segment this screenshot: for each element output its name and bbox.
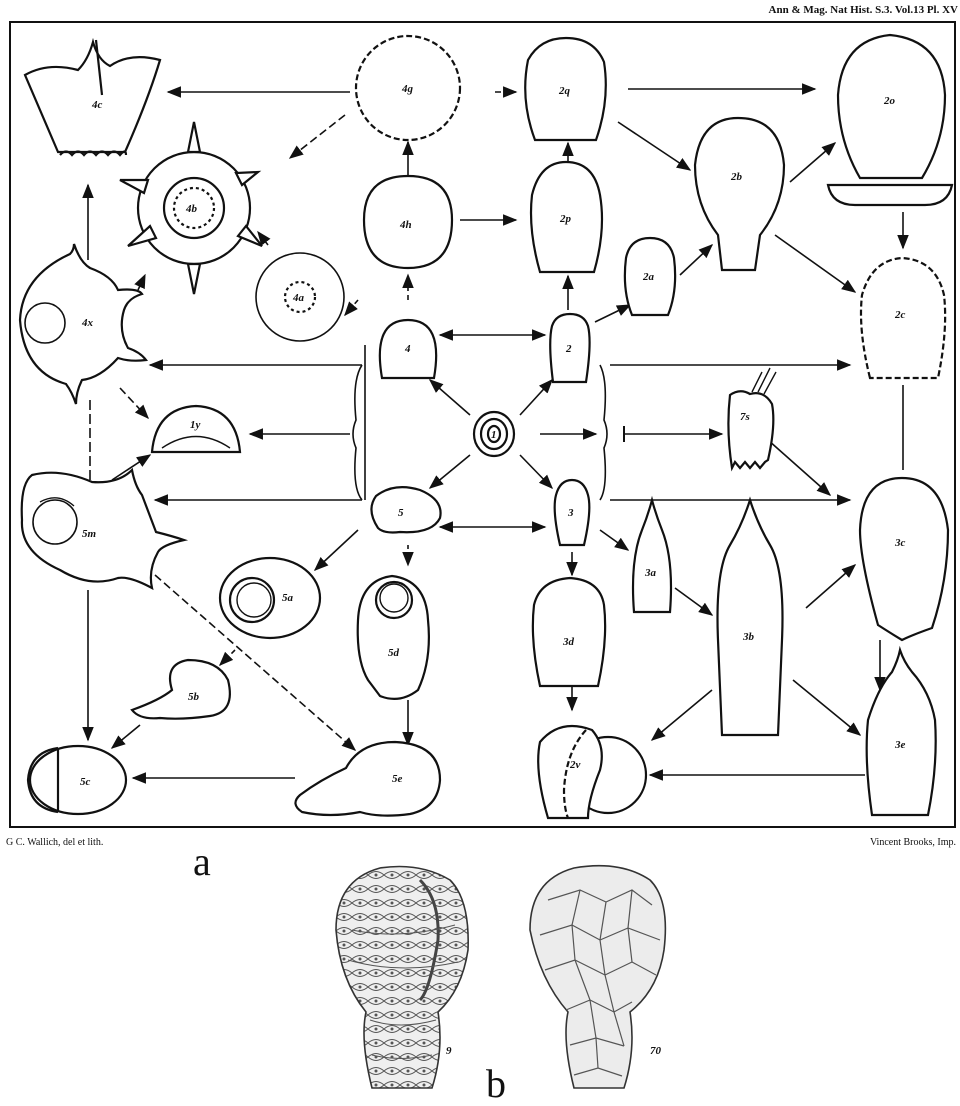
label-4: 4 [404, 343, 411, 355]
figure-10-number: 70 [650, 1045, 662, 1057]
label-2q: 2q [558, 85, 571, 97]
form-2v [538, 726, 646, 818]
label-7s: 7s [740, 411, 750, 423]
label-3: 3 [567, 507, 574, 519]
label-1: 1 [491, 429, 497, 441]
label-4a: 4a [292, 292, 305, 304]
label-5m: 5m [82, 528, 97, 540]
printer-credit: Vincent Brooks, Imp. [870, 837, 956, 848]
label-2v: 2v [569, 759, 581, 771]
label-5c: 5c [80, 776, 91, 788]
panel-label-b: b [486, 1064, 506, 1104]
form-2o [828, 35, 952, 205]
label-4h: 4h [399, 219, 412, 231]
label-3d: 3d [562, 636, 575, 648]
form-5m [22, 470, 184, 588]
label-4g: 4g [401, 83, 414, 95]
label-4b: 4b [185, 203, 198, 215]
label-5e: 5e [392, 773, 403, 785]
label-5d: 5d [388, 647, 400, 659]
left-bracket [353, 365, 362, 500]
label-4c: 4c [91, 99, 103, 111]
form-3a [633, 500, 671, 612]
label-2b: 2b [730, 171, 743, 183]
label-5b: 5b [188, 691, 200, 703]
panel-label-a: a [193, 842, 211, 882]
form-3d [533, 578, 605, 686]
artist-credit: G C. Wallich, del et lith. [6, 837, 103, 848]
label-4x: 4x [81, 317, 94, 329]
plate-citation: Ann & Mag. Nat Hist. S.3. Vol.13 Pl. XV [769, 4, 959, 16]
shell-figure-9: 9 [336, 867, 468, 1089]
label-2: 2 [565, 343, 572, 355]
label-2o: 2o [883, 95, 896, 107]
label-2p: 2p [559, 213, 572, 225]
form-5a [220, 558, 320, 638]
form-5d [358, 576, 429, 699]
right-bracket [600, 365, 607, 500]
form-3b [718, 500, 783, 735]
form-5c [28, 746, 126, 814]
form-2b [695, 118, 784, 270]
label-5: 5 [398, 507, 404, 519]
form-5b [132, 660, 230, 719]
form-5e [295, 742, 440, 816]
shell-figure-10: 70 [530, 866, 665, 1088]
form-3e [867, 650, 936, 815]
label-1y: 1y [190, 419, 201, 431]
label-2a: 2a [642, 271, 655, 283]
figure-9-number: 9 [446, 1045, 452, 1057]
form-4c [25, 40, 160, 155]
label-3b: 3b [742, 631, 755, 643]
form-7s [728, 368, 776, 468]
label-3a: 3a [644, 567, 657, 579]
label-3c: 3c [894, 537, 906, 549]
label-3e: 3e [894, 739, 906, 751]
label-2c: 2c [894, 309, 906, 321]
form-5 [371, 487, 440, 532]
label-5a: 5a [282, 592, 294, 604]
form-3c [860, 478, 948, 640]
